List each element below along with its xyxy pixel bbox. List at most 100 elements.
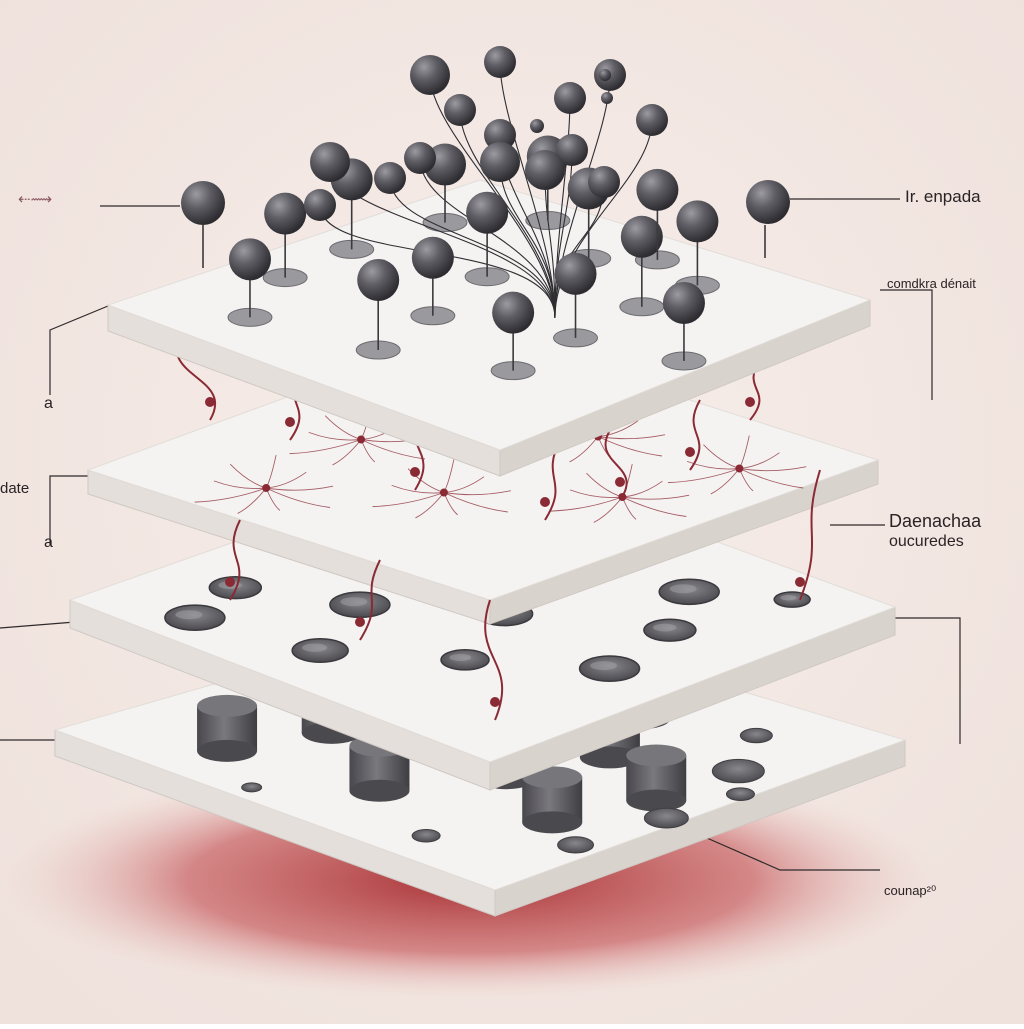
well-highlight bbox=[653, 623, 677, 632]
floating-sphere bbox=[480, 142, 520, 182]
floating-sphere bbox=[554, 82, 586, 114]
leader-left-a1 bbox=[49, 305, 109, 395]
small-sphere bbox=[530, 119, 544, 133]
well-highlight bbox=[449, 653, 472, 662]
floating-sphere bbox=[636, 104, 668, 136]
sphere bbox=[264, 192, 307, 235]
label-top-left-arrow: ⇠⟿ bbox=[18, 191, 53, 208]
cylinder-top bbox=[197, 694, 258, 717]
fiber-node bbox=[355, 617, 365, 627]
dendrite bbox=[360, 439, 426, 460]
small-sphere bbox=[601, 92, 613, 104]
wire bbox=[429, 74, 556, 318]
left-sphere bbox=[181, 181, 225, 225]
well-highlight bbox=[780, 595, 797, 601]
fiber-node bbox=[205, 397, 215, 407]
top-plate-top-face bbox=[106, 179, 872, 451]
cylinder-base bbox=[626, 789, 687, 812]
hole bbox=[411, 828, 441, 843]
fiber bbox=[689, 399, 701, 471]
sphere bbox=[411, 236, 454, 279]
floating-sphere bbox=[484, 119, 516, 151]
label-right-mid-1: Daenachaa bbox=[889, 511, 982, 531]
label-left-a1: a bbox=[44, 395, 53, 412]
wire bbox=[459, 109, 556, 318]
fiber-node bbox=[410, 467, 420, 477]
top-plate bbox=[106, 179, 872, 477]
fiber-node bbox=[795, 577, 805, 587]
fiber-node bbox=[285, 417, 295, 427]
dendrite bbox=[213, 480, 267, 489]
dendrite bbox=[443, 490, 511, 496]
dendrite bbox=[569, 489, 623, 498]
cylinder-base bbox=[349, 779, 410, 802]
sphere bbox=[228, 238, 271, 281]
cylinder-base bbox=[579, 746, 640, 769]
fiber-node bbox=[225, 577, 235, 587]
leader-bottom-right bbox=[699, 834, 880, 871]
sphere bbox=[554, 252, 597, 295]
sphere bbox=[636, 168, 679, 211]
leader-right-third bbox=[880, 617, 961, 744]
hole bbox=[643, 807, 689, 829]
hole bbox=[739, 727, 773, 744]
sphere bbox=[620, 215, 663, 258]
well-highlight bbox=[301, 643, 328, 652]
sphere bbox=[466, 191, 509, 234]
wire bbox=[554, 119, 653, 318]
sphere bbox=[492, 291, 535, 334]
wire bbox=[554, 149, 573, 318]
floating-sphere bbox=[444, 94, 476, 126]
well-highlight bbox=[669, 584, 697, 594]
label-left-date: date bbox=[0, 480, 30, 497]
leader-left-a2 bbox=[49, 475, 95, 545]
dendrite bbox=[550, 496, 623, 512]
well-highlight bbox=[340, 597, 368, 607]
fiber-node bbox=[745, 397, 755, 407]
small-sphere bbox=[599, 69, 611, 81]
floating-sphere bbox=[588, 166, 620, 198]
dendrite bbox=[597, 436, 663, 457]
neuron-soma bbox=[357, 435, 366, 444]
cylinder-base bbox=[197, 739, 258, 762]
dendrite bbox=[289, 439, 362, 455]
floating-sphere bbox=[374, 162, 406, 194]
dendrite bbox=[443, 492, 508, 513]
small-sphere bbox=[746, 180, 790, 224]
fiber bbox=[799, 469, 821, 601]
floating-sphere bbox=[310, 142, 350, 182]
leader-lines bbox=[0, 198, 961, 871]
fiber-node bbox=[615, 477, 625, 487]
dendrite bbox=[391, 484, 444, 494]
fiber bbox=[229, 519, 241, 601]
well-highlight bbox=[590, 661, 618, 671]
floating-sphere bbox=[404, 142, 436, 174]
sphere bbox=[357, 259, 400, 301]
dendrite bbox=[598, 434, 666, 440]
floating-sphere bbox=[410, 55, 450, 95]
label-right-upper: comdkra dénait bbox=[887, 276, 976, 291]
hole bbox=[725, 787, 755, 801]
dendrite bbox=[622, 494, 690, 500]
dendrite bbox=[667, 468, 740, 484]
label-top-right: Ir. enpada bbox=[905, 187, 981, 206]
label-right-mid-2: oucuredes bbox=[889, 533, 964, 550]
dendrite bbox=[686, 460, 740, 470]
floating-spheres bbox=[181, 46, 790, 268]
sphere bbox=[662, 281, 705, 324]
dendrite bbox=[194, 487, 267, 503]
wire bbox=[389, 177, 556, 318]
dendrite bbox=[372, 492, 445, 508]
well-highlight bbox=[175, 610, 203, 620]
fiber-node bbox=[490, 697, 500, 707]
hole bbox=[557, 836, 595, 854]
dendrite bbox=[308, 431, 362, 441]
fiber-node bbox=[685, 447, 695, 457]
wire bbox=[499, 161, 556, 318]
hole bbox=[241, 782, 263, 793]
dendrite bbox=[266, 485, 334, 491]
dendrite bbox=[739, 466, 807, 472]
label-bottom-right: counap²⁰ bbox=[884, 883, 937, 898]
